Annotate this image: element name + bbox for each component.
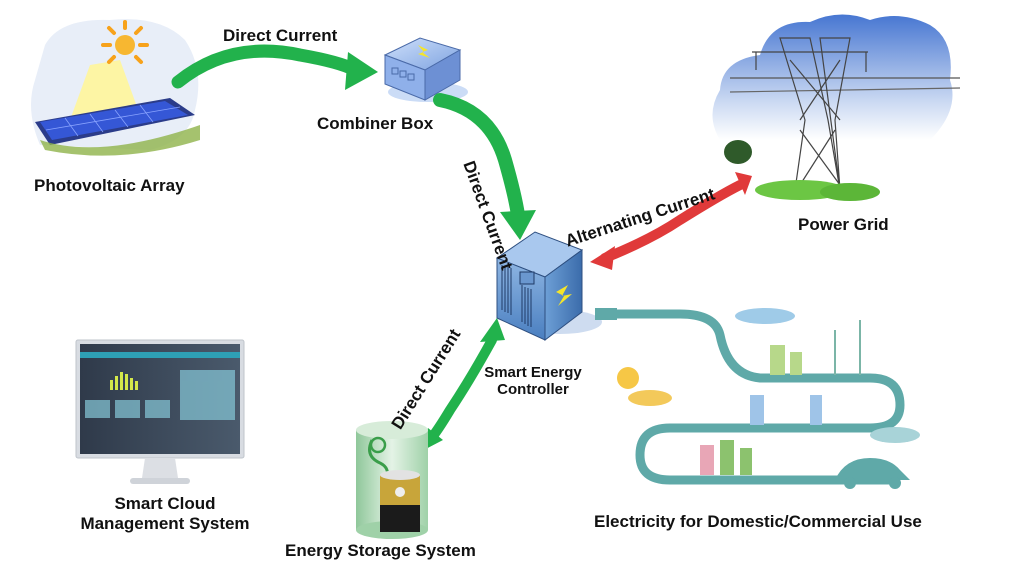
pv-array-illustration (31, 19, 200, 156)
storage-label: Energy Storage System (285, 541, 476, 560)
transmission-tower-icon (712, 14, 961, 201)
flow-arrow-pv-to-combiner (171, 44, 378, 90)
city-road-plug-icon (595, 308, 920, 489)
consumption-label: Electricity for Domestic/Commercial Use (594, 512, 922, 531)
controller-label: Smart Energy Controller (478, 364, 588, 399)
combiner-box-label: Combiner Box (317, 114, 434, 133)
tree-icon (724, 140, 752, 164)
controller-label-line2: Controller (497, 381, 569, 399)
controller-label-line1: Smart Energy (484, 364, 582, 381)
car-icon (835, 458, 910, 480)
cloud-mgmt-label-line1: Smart Cloud (114, 494, 216, 513)
sun-icon (101, 20, 149, 64)
cloud-mgmt-label: Smart Cloud Management System (60, 494, 270, 533)
pv-array-label: Photovoltaic Array (34, 176, 185, 195)
power-grid-label: Power Grid (798, 215, 889, 234)
flow-arrow-controller-grid (590, 172, 752, 270)
flow-label-pv-combiner: Direct Current (223, 26, 338, 45)
battery-icon (356, 421, 428, 539)
plug-icon (595, 308, 617, 320)
flow-arrow-combiner-to-controller (433, 93, 536, 240)
cloud-mgmt-label-line2: Management System (80, 513, 250, 533)
combiner-box-icon (383, 37, 468, 102)
controller-cabinet-icon (495, 231, 602, 342)
monitor-dashboard-icon (75, 339, 245, 484)
sun-small-icon (617, 367, 639, 389)
